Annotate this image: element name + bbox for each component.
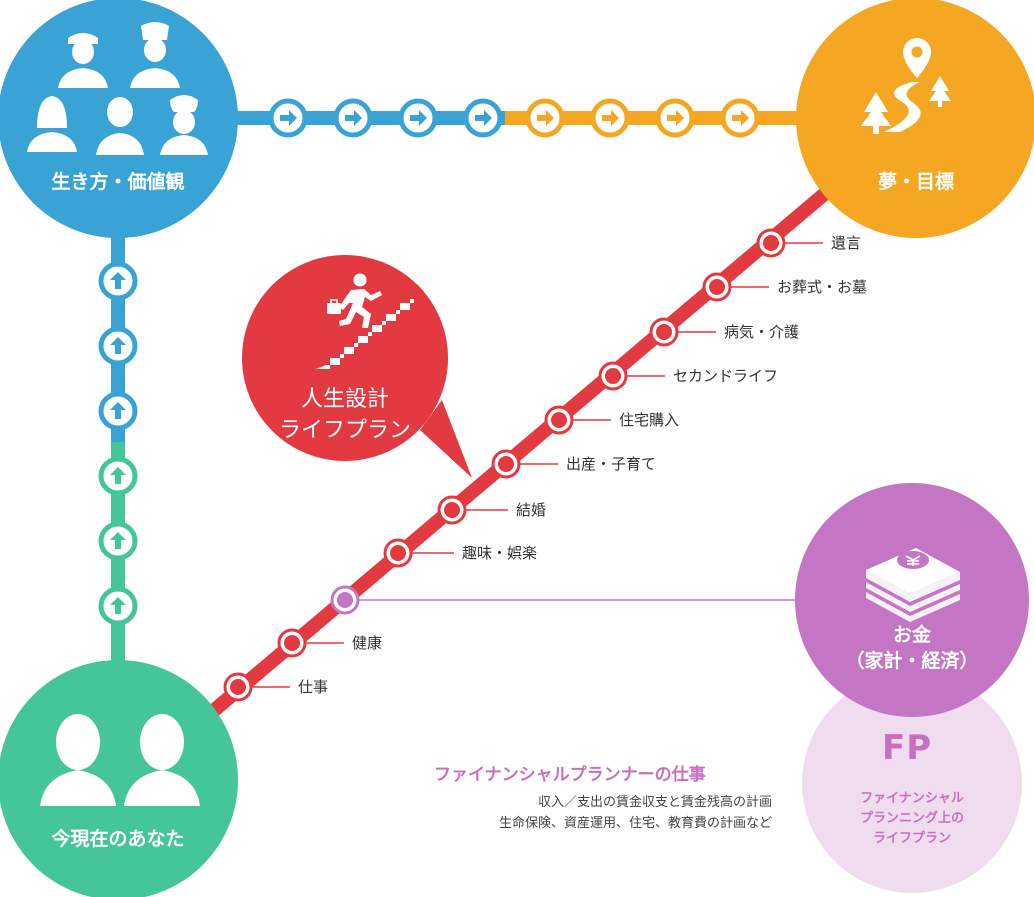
milestone-label: 結婚 bbox=[516, 501, 547, 519]
values-hub-label: 生き方・価値観 bbox=[51, 171, 185, 193]
arrow-node-right-icon bbox=[463, 98, 503, 138]
milestone-node bbox=[277, 628, 307, 658]
milestone-label: お葬式・お墓 bbox=[777, 278, 868, 296]
arrow-node-right-icon bbox=[333, 98, 373, 138]
milestone-label: 趣味・娯楽 bbox=[462, 544, 538, 562]
bubble-label-line1: 人生設計 bbox=[300, 387, 389, 412]
bubble-label-line2: ライフプラン bbox=[278, 417, 411, 443]
milestone-node bbox=[544, 405, 574, 435]
yen-money-stack-icon bbox=[866, 548, 960, 622]
arrow-node-right-icon bbox=[590, 98, 630, 138]
arrow-node-up-icon bbox=[98, 586, 138, 626]
money-hub-label: お金 （家計・経済） bbox=[812, 623, 1012, 674]
map-pin-road-icon bbox=[861, 38, 951, 134]
milestone-label: 仕事 bbox=[298, 678, 329, 696]
arrow-node-right-icon bbox=[398, 98, 438, 138]
fp-job-description-line1: 収入／支出の賃金収支と賃金残高の計画 bbox=[537, 795, 772, 810]
person-climbing-stairs-icon bbox=[316, 273, 414, 369]
milestone-node bbox=[491, 449, 521, 479]
two-persons-icon bbox=[40, 714, 200, 806]
milestone-leader-lines bbox=[252, 242, 823, 688]
people-group-icon bbox=[27, 22, 208, 155]
milestone-node bbox=[223, 672, 253, 702]
arrow-node-right-icon bbox=[655, 98, 695, 138]
fp-job-description: 収入／支出の賃金収支と賃金残高の計画 生命保険、資産運用、住宅、教育費の計画など bbox=[499, 792, 772, 835]
fp-subtext-line2: プランニング上の bbox=[859, 811, 964, 827]
arrow-node-right-icon bbox=[525, 98, 565, 138]
arrow-node-up-icon bbox=[98, 261, 138, 301]
money-node bbox=[330, 585, 360, 615]
milestone-label: 住宅購入 bbox=[619, 411, 680, 429]
dream-hub-label: 夢・目標 bbox=[877, 171, 954, 193]
milestone-label: 遺言 bbox=[831, 234, 862, 252]
arrow-node-up-icon bbox=[98, 521, 138, 561]
life-plan-bubble-label: 人生設計 ライフプラン bbox=[235, 385, 455, 447]
fp-subtext: ファイナンシャル プランニング上の ライフプラン bbox=[822, 789, 1002, 849]
arrow-node-up-icon bbox=[98, 456, 138, 496]
fp-job-title: ファイナンシャルプランナーの仕事 bbox=[434, 765, 706, 785]
milestone-node bbox=[702, 272, 732, 302]
milestone-node bbox=[598, 361, 628, 391]
milestone-label: 出産・子育て bbox=[566, 455, 657, 473]
fp-subtext-line1: ファイナンシャル bbox=[860, 791, 964, 806]
money-hub-label-line1: お金 bbox=[892, 624, 931, 646]
milestone-label: セカンドライフ bbox=[673, 367, 779, 385]
fp-circle bbox=[802, 673, 1022, 893]
money-hub-label-line2: （家計・経済） bbox=[845, 649, 979, 672]
fp-heading: FP bbox=[882, 728, 933, 768]
life-plan-bubble bbox=[242, 255, 472, 478]
arrow-node-up-icon bbox=[98, 391, 138, 431]
fp-job-description-line2: 生命保険、資産運用、住宅、教育費の計画など bbox=[498, 816, 772, 832]
arrow-node-right-icon bbox=[268, 98, 308, 138]
milestone-node bbox=[437, 495, 467, 525]
fp-subtext-line3: ライフプラン bbox=[872, 831, 951, 847]
track-red-diagonal bbox=[200, 179, 840, 724]
milestone-node bbox=[383, 538, 413, 568]
arrow-node-up-icon bbox=[98, 326, 138, 366]
milestone-node bbox=[756, 228, 786, 258]
milestone-label: 健康 bbox=[352, 634, 383, 652]
now-hub-label: 今現在のあなた bbox=[51, 828, 185, 850]
now-hub bbox=[0, 660, 238, 897]
milestone-node bbox=[649, 317, 679, 347]
milestone-label: 病気・介護 bbox=[724, 323, 800, 341]
arrow-node-right-icon bbox=[720, 98, 760, 138]
